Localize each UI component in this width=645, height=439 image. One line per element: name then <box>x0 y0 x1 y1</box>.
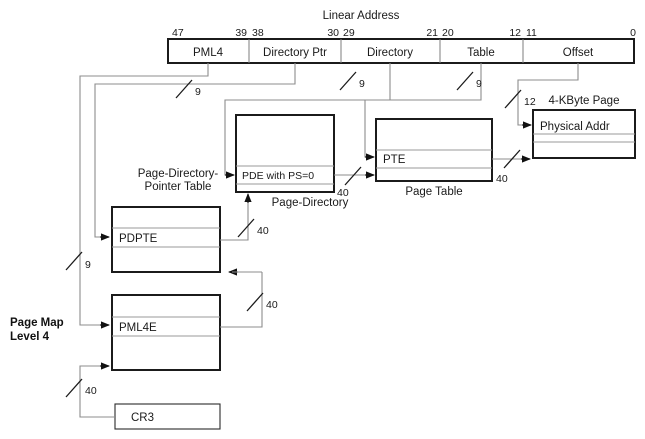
physical-addr-entry: Physical Addr <box>540 121 610 133</box>
pde-entry: PDE with PS=0 <box>242 170 314 182</box>
pdpt-box: PDPTE <box>111 206 221 273</box>
width-directory-index: 9 <box>476 78 482 90</box>
wire-pml4-index <box>79 63 209 326</box>
bit-label-21: 21 <box>426 27 438 39</box>
slash-pml4-index-left <box>65 251 83 271</box>
width-cr3-base: 40 <box>85 385 97 397</box>
pdp-table-caption-line1: Page-Directory- <box>138 168 219 180</box>
cr3-box: CR3 <box>114 403 221 430</box>
wire-cr3-to-pml4 <box>79 365 115 418</box>
bit-label-39: 39 <box>235 27 247 39</box>
wire-pdpte-to-page-directory <box>220 200 249 241</box>
slash-cr3-base <box>65 378 83 398</box>
wire-offset <box>517 63 579 126</box>
pml4-table-box: PML4E <box>111 294 221 371</box>
bit-label-29: 29 <box>343 27 355 39</box>
width-pde-base: 40 <box>337 187 349 199</box>
figure-title: Linear Address <box>323 10 400 22</box>
linear-address-box: PML4 Directory Ptr Directory Table Offse… <box>167 38 635 64</box>
slash-pte-base <box>503 149 521 169</box>
page-table-caption: Page Table <box>405 186 462 198</box>
pml4e-entry: PML4E <box>119 322 157 334</box>
la-field-table: Table <box>467 47 495 59</box>
width-pte-base: 40 <box>496 173 508 185</box>
pte-entry: PTE <box>383 154 406 166</box>
la-field-directory: Directory <box>367 47 413 59</box>
page-directory-caption: Page-Directory <box>272 197 349 209</box>
bit-label-30: 30 <box>327 27 339 39</box>
bit-label-11: 11 <box>526 27 537 39</box>
bit-label-12: 12 <box>509 27 521 39</box>
bus-width-markers-top: 9 9 9 12 <box>175 71 536 109</box>
cr3-entry: CR3 <box>131 412 154 424</box>
width-dirptr-index: 9 <box>359 78 365 90</box>
page-map-label-line1: Page Map <box>10 317 64 329</box>
pdp-table-caption-line2: Pointer Table <box>145 181 212 193</box>
four-kbyte-page-caption: 4-KByte Page <box>549 95 620 107</box>
four-kbyte-page-box: Physical Addr <box>532 109 636 159</box>
wire-dirptr-index <box>94 63 296 238</box>
slash-pde-base <box>344 166 362 186</box>
page-map-label-line2: Level 4 <box>10 331 50 343</box>
pdpte-entry: PDPTE <box>119 233 158 245</box>
slash-pdpte-base <box>237 218 255 238</box>
width-pml4-index: 9 <box>195 86 201 98</box>
width-pml4e-base: 40 <box>266 299 278 311</box>
la-field-pml4: PML4 <box>193 47 224 59</box>
bit-label-47: 47 <box>172 27 184 39</box>
la-field-directory-ptr: Directory Ptr <box>263 47 327 59</box>
bit-label-20: 20 <box>442 27 454 39</box>
page-table-box: PTE <box>375 118 493 182</box>
width-offset: 12 <box>524 96 536 108</box>
slash-pml4e-base <box>246 292 264 312</box>
page-directory-box: PDE with PS=0 <box>235 114 335 193</box>
width-pdpte-base: 40 <box>257 225 269 237</box>
width-pml4-index-left: 9 <box>85 259 91 271</box>
wire-pml4e-to-pdpt <box>220 272 263 328</box>
bit-label-0: 0 <box>630 27 636 39</box>
la-field-offset: Offset <box>563 47 594 59</box>
bit-label-38: 38 <box>252 27 264 39</box>
